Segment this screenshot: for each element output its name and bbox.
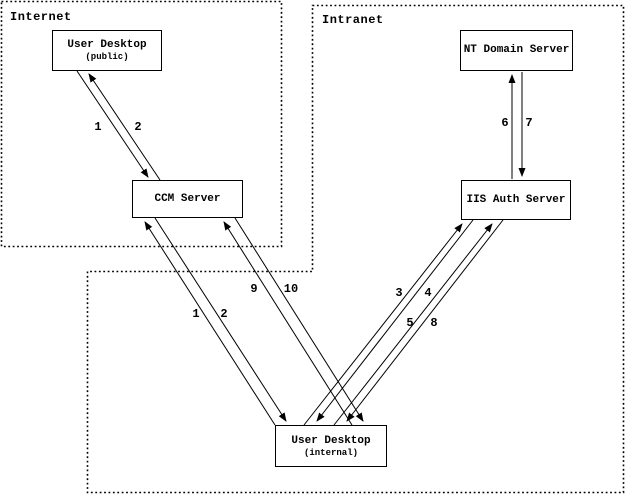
flow-label-8: 8	[430, 316, 438, 330]
intranet-region-border	[86, 4, 625, 494]
flow-line-10-ccm-to-internal	[234, 217, 364, 422]
intranet-region-label: Intranet	[322, 13, 384, 27]
flow-line-3-internal-to-iis	[303, 223, 463, 426]
flow-label-3: 3	[395, 286, 403, 300]
node-title: CCM Server	[154, 192, 221, 205]
internet-region-border	[0, 0, 283, 248]
node-user-desktop-public: User Desktop (public)	[52, 30, 162, 71]
flow-label-2-internal: 2	[220, 307, 228, 321]
flow-label-7: 7	[525, 116, 533, 130]
flow-line-1-internal-to-ccm	[144, 221, 276, 426]
node-title: IIS Auth Server	[466, 193, 566, 206]
node-subtitle: (internal)	[303, 447, 358, 458]
flow-line-8-iis-to-internal	[346, 219, 504, 422]
flow-label-1-public: 1	[94, 120, 102, 134]
flow-line-4-iis-to-internal	[316, 219, 474, 422]
flow-label-9: 9	[250, 282, 258, 296]
flow-line-5-internal-to-iis	[333, 223, 493, 426]
flow-label-5: 5	[406, 316, 414, 330]
flow-label-4: 4	[424, 286, 432, 300]
flow-line-1-public-to-ccm	[76, 70, 149, 178]
node-ccm-server: CCM Server	[132, 180, 243, 218]
flow-line-2-ccm-to-public	[88, 73, 161, 181]
flow-label-1-internal: 1	[192, 307, 200, 321]
node-title: User Desktop	[291, 434, 371, 447]
node-iis-auth-server: IIS Auth Server	[461, 180, 571, 220]
node-title: User Desktop	[67, 39, 147, 51]
flow-label-6: 6	[501, 116, 509, 130]
node-user-desktop-internal: User Desktop (internal)	[275, 425, 387, 467]
internet-region-label: Internet	[10, 10, 72, 24]
node-subtitle: (public)	[85, 52, 129, 62]
node-nt-domain-server: NT Domain Server	[460, 30, 573, 71]
flow-label-10: 10	[283, 282, 299, 296]
flow-label-2-public: 2	[134, 120, 142, 134]
flow-line-9-internal-to-ccm	[223, 221, 353, 426]
node-title: NT Domain Server	[463, 44, 570, 56]
flow-line-2-ccm-to-internal	[154, 217, 287, 422]
